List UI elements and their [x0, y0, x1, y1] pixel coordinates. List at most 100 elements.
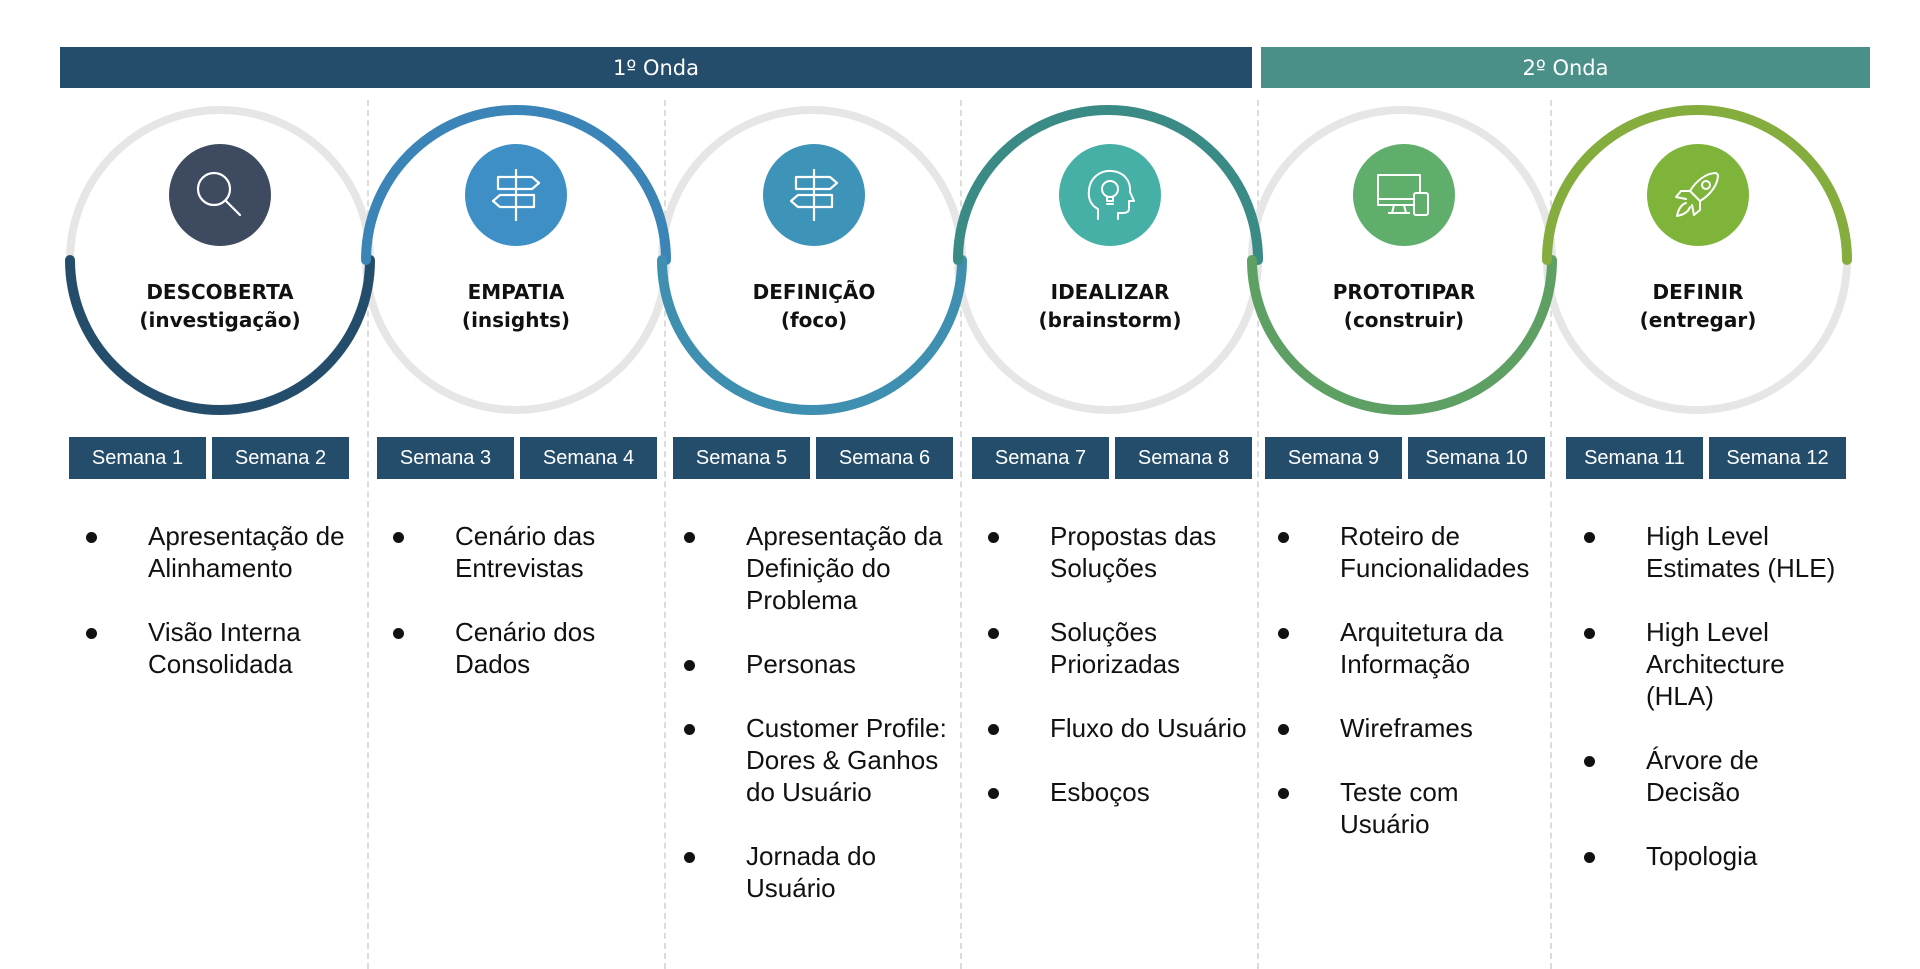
list-item-text: Cenário das Entrevistas: [455, 521, 596, 583]
stage-title: DEFINIÇÃO (foco): [684, 278, 944, 334]
stage-title-main: EMPATIA: [467, 280, 565, 304]
stage-title-sub: (investigação): [139, 308, 301, 332]
list-item: Personas: [684, 648, 951, 680]
list-item: Propostas das Soluções: [988, 520, 1255, 584]
stage-icon-circle: [1353, 144, 1455, 246]
week-badge: Semana 5: [673, 437, 810, 479]
stage-title-sub: (foco): [780, 308, 848, 332]
stage-title: DEFINIR (entregar): [1568, 278, 1828, 334]
deliverables-list: Roteiro de Funcionalidades Arquitetura d…: [1278, 520, 1550, 872]
lightbulb-head-icon: [1087, 169, 1135, 220]
column-divider: [960, 100, 962, 969]
deliverables-list: Apresentação da Definição do Problema Pe…: [684, 520, 951, 936]
column-divider: [367, 100, 369, 969]
week-badge: Semana 10: [1408, 437, 1545, 479]
list-item-text: High Level Estimates (HLE): [1646, 521, 1836, 583]
list-item-text: Customer Profile: Dores & Ganhos do Usuá…: [746, 713, 947, 807]
list-item-text: Apresentação de Alinhamento: [148, 521, 345, 583]
stage-title: EMPATIA (insights): [386, 278, 646, 334]
column-divider: [664, 100, 666, 969]
list-item: Soluções Priorizadas: [988, 616, 1255, 680]
stage-title: PROTOTIPAR (construir): [1274, 278, 1534, 334]
week-badge: Semana 7: [972, 437, 1109, 479]
stage-icon-circle: [465, 144, 567, 246]
list-item: Esboços: [988, 776, 1255, 808]
stage-arc: [1542, 105, 1852, 265]
stage-title-sub: (insights): [461, 308, 571, 332]
stage-title-sub: (entregar): [1639, 308, 1757, 332]
deliverables-list: High Level Estimates (HLE) High Level Ar…: [1584, 520, 1846, 904]
stage-title-main: PROTOTIPAR: [1332, 280, 1476, 304]
stage-icon-circle: [763, 144, 865, 246]
week-badge: Semana 1: [69, 437, 206, 479]
week-badge: Semana 12: [1709, 437, 1846, 479]
column-divider: [1550, 100, 1552, 969]
list-item-text: Personas: [746, 649, 856, 679]
wave-2-label: 2º Onda: [1522, 55, 1609, 80]
list-item: Cenário dos Dados: [393, 616, 655, 680]
week-badge: Semana 6: [816, 437, 953, 479]
list-item-text: Esboços: [1050, 777, 1150, 807]
week-badge: Semana 2: [212, 437, 349, 479]
list-item-text: Arquitetura da Informação: [1340, 617, 1504, 679]
stage-arc: [657, 255, 967, 415]
stage-title: IDEALIZAR (brainstorm): [980, 278, 1240, 334]
wave-1-banner: 1º Onda: [60, 47, 1252, 88]
list-item: High Level Estimates (HLE): [1584, 520, 1846, 584]
stage-icon-circle: [1059, 144, 1161, 246]
list-item-text: Jornada do Usuário: [746, 841, 877, 903]
list-item: Cenário das Entrevistas: [393, 520, 655, 584]
week-badge: Semana 4: [520, 437, 657, 479]
list-item: Fluxo do Usuário: [988, 712, 1255, 744]
stage-title-main: IDEALIZAR: [1050, 280, 1170, 304]
signpost-icon: [491, 169, 541, 221]
stage-title-sub: (brainstorm): [1038, 308, 1182, 332]
stage-arc: [1247, 255, 1557, 415]
deliverables-list: Cenário das Entrevistas Cenário dos Dado…: [393, 520, 655, 712]
stage-title: DESCOBERTA (investigação): [90, 278, 350, 334]
rocket-icon: [1675, 172, 1719, 217]
stage-rings: [65, 105, 1852, 415]
list-item: Teste com Usuário: [1278, 776, 1550, 840]
week-badge: Semana 9: [1265, 437, 1402, 479]
list-item-text: Teste com Usuário: [1340, 777, 1459, 839]
week-badge: Semana 3: [377, 437, 514, 479]
list-item: Roteiro de Funcionalidades: [1278, 520, 1550, 584]
week-badge: Semana 8: [1115, 437, 1252, 479]
stage-arc: [65, 255, 375, 415]
list-item-text: Visão Interna Consolidada: [148, 617, 301, 679]
stage-title-main: DEFINIR: [1652, 280, 1744, 304]
list-item: Arquitetura da Informação: [1278, 616, 1550, 680]
stage-title-main: DESCOBERTA: [146, 280, 294, 304]
deliverables-list: Apresentação de Alinhamento Visão Intern…: [86, 520, 358, 712]
list-item: Topologia: [1584, 840, 1846, 872]
list-item-text: Árvore de Decisão: [1646, 745, 1759, 807]
stage-icon-circle: [169, 144, 271, 246]
signpost-icon: [789, 169, 839, 221]
list-item-text: Topologia: [1646, 841, 1758, 871]
deliverables-list: Propostas das Soluções Soluções Prioriza…: [988, 520, 1255, 840]
list-item-text: Fluxo do Usuário: [1050, 713, 1247, 743]
list-item: Wireframes: [1278, 712, 1550, 744]
list-item: Apresentação da Definição do Problema: [684, 520, 951, 616]
stage-title-main: DEFINIÇÃO: [752, 280, 876, 304]
list-item-text: Soluções Priorizadas: [1050, 617, 1181, 679]
list-item-text: Roteiro de Funcionalidades: [1340, 521, 1530, 583]
list-item: Customer Profile: Dores & Ganhos do Usuá…: [684, 712, 951, 808]
list-item: Árvore de Decisão: [1584, 744, 1846, 808]
stage-arc: [361, 105, 671, 265]
list-item: Jornada do Usuário: [684, 840, 951, 904]
list-item: High Level Architecture (HLA): [1584, 616, 1846, 712]
week-badge: Semana 11: [1566, 437, 1703, 479]
list-item-text: Wireframes: [1340, 713, 1473, 743]
list-item-text: Propostas das Soluções: [1050, 521, 1217, 583]
stage-title-sub: (construir): [1343, 308, 1465, 332]
wave-1-label: 1º Onda: [613, 55, 699, 80]
wave-2-banner: 2º Onda: [1261, 47, 1870, 88]
list-item: Visão Interna Consolidada: [86, 616, 358, 680]
stage-arc: [953, 105, 1263, 265]
stage-icon-circle: [1647, 144, 1749, 246]
search-icon: [196, 171, 242, 217]
list-item-text: High Level Architecture (HLA): [1646, 617, 1785, 711]
list-item-text: Apresentação da Definição do Problema: [746, 521, 943, 615]
